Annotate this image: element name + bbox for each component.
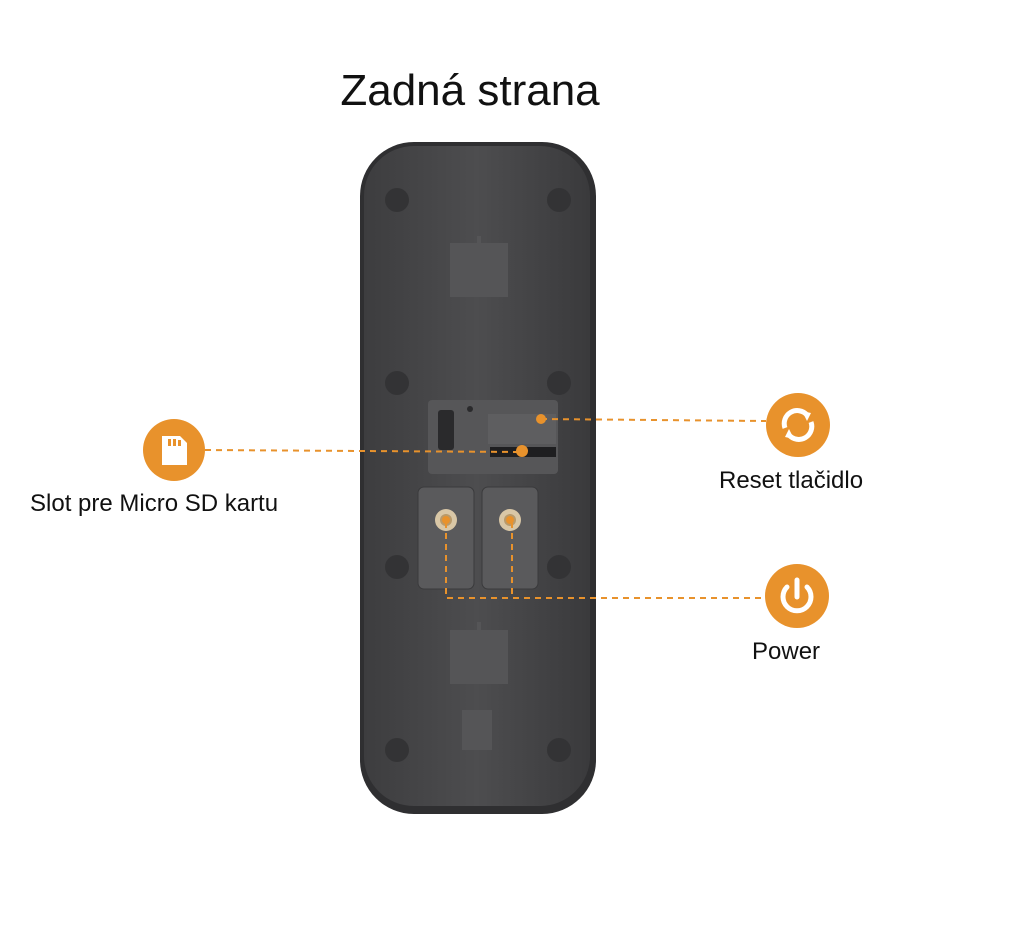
power-terminal-box xyxy=(481,486,539,590)
reset-icon xyxy=(766,393,830,457)
small-cutout xyxy=(462,710,492,750)
screw-hole xyxy=(547,371,571,395)
screw-hole xyxy=(547,738,571,762)
callout-line-reset xyxy=(540,418,767,422)
screw-hole xyxy=(547,188,571,212)
callout-point-power xyxy=(506,516,514,524)
sd-slot-label: Slot pre Micro SD kartu xyxy=(30,490,279,517)
callout-point-power xyxy=(442,516,450,524)
callout-point-reset xyxy=(536,414,546,424)
screw-hole xyxy=(385,738,409,762)
mount-cutout-bottom xyxy=(450,630,508,684)
mount-cutout-top xyxy=(450,243,508,297)
screw-hole xyxy=(385,188,409,212)
callout-line-power xyxy=(445,522,766,599)
page-title: Zadná strana xyxy=(340,66,600,115)
callout-line-sd xyxy=(204,449,523,453)
callout-point-sd xyxy=(516,445,528,457)
sd-card-icon xyxy=(143,419,205,481)
usb-slot xyxy=(438,410,454,450)
screw-hole xyxy=(547,555,571,579)
device-face xyxy=(364,146,590,806)
screw-hole xyxy=(385,371,409,395)
reset-button-label: Reset tlačidlo xyxy=(719,467,864,494)
screw-hole xyxy=(385,555,409,579)
power-icon xyxy=(765,564,829,628)
power-label: Power xyxy=(752,638,821,665)
